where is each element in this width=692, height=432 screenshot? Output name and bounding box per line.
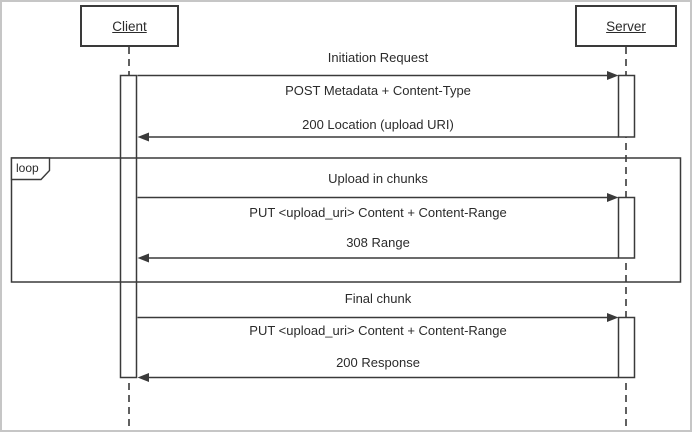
arrowhead-right-icon (607, 193, 619, 202)
arrowhead-right-icon (607, 313, 619, 322)
message-label-post-request: POST Metadata + Content-Type (285, 83, 471, 98)
loop-fragment-frame (10, 157, 682, 283)
server-activation-bar-final (617, 316, 636, 379)
message-label-range-response: 308 Range (346, 235, 410, 250)
arrowhead-left-icon (137, 253, 149, 263)
client-activation-bar (119, 74, 138, 379)
message-label-final-response: 200 Response (336, 355, 420, 370)
actor-label-client: Client (112, 18, 147, 34)
arrowhead-right-icon (607, 71, 619, 80)
actor-box-client: Client (80, 5, 179, 47)
message-label-location-response: 200 Location (upload URI) (302, 117, 454, 132)
section-label-initiation: Initiation Request (327, 50, 429, 65)
message-label-put-final: PUT <upload_uri> Content + Content-Range (249, 323, 507, 338)
section-label-final-chunk: Final chunk (344, 291, 412, 306)
arrowhead-left-icon (137, 132, 149, 142)
server-activation-bar-initiation (617, 74, 636, 138)
loop-title-label: Upload in chunks (328, 171, 428, 186)
loop-operator-label: loop (16, 161, 39, 175)
actor-label-server: Server (606, 18, 646, 34)
arrowhead-left-icon (137, 373, 149, 382)
server-activation-bar-loop (617, 196, 636, 259)
message-label-put-chunk: PUT <upload_uri> Content + Content-Range (249, 205, 507, 220)
actor-box-server: Server (575, 5, 677, 47)
loop-operator-tab (10, 157, 51, 181)
